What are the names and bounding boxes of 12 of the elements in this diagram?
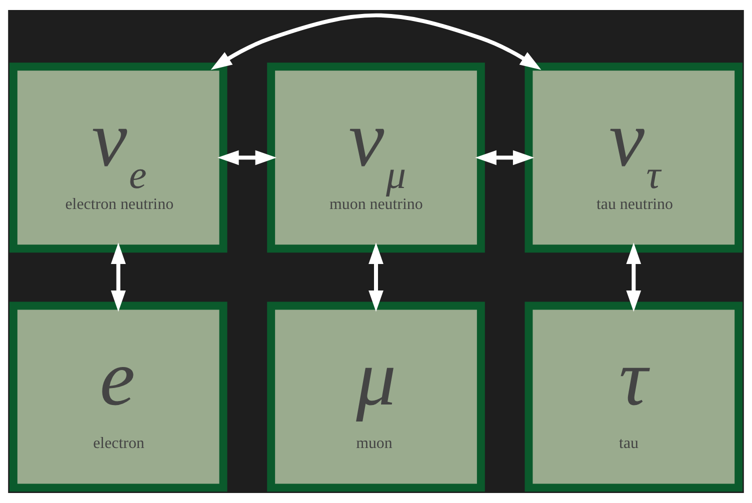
node-box: e electron — [9, 302, 228, 492]
node-box: τ tau — [524, 302, 743, 492]
arrow — [626, 242, 642, 312]
arrow — [110, 242, 126, 312]
arrow — [475, 150, 534, 166]
arrow — [210, 13, 542, 70]
arrow — [217, 150, 277, 166]
node-box: ν$_{μ}$ muon neutrino — [267, 62, 485, 253]
node-box: ν$_{τ}$ tau neutrino — [524, 62, 743, 253]
node-box: ν$_{e}$ electron neutrino — [9, 62, 228, 253]
node-box: μ muon — [267, 302, 485, 492]
arrow — [368, 242, 384, 312]
